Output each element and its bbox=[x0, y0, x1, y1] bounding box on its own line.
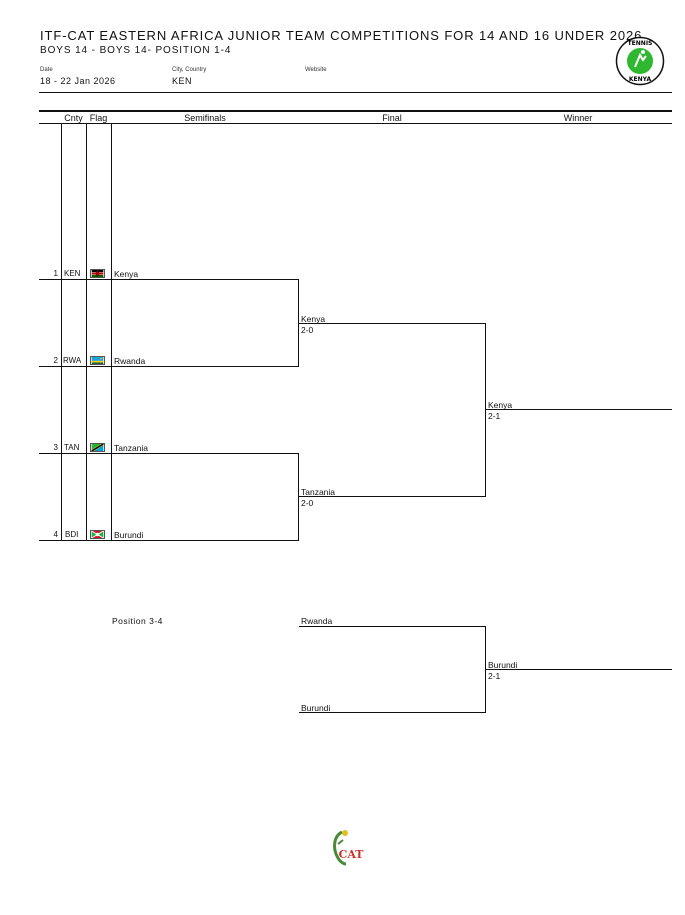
draw-line bbox=[39, 279, 299, 280]
final-score: 2-1 bbox=[488, 411, 501, 421]
playoff-label: Position 3-4 bbox=[112, 616, 163, 626]
col-header-final: Final bbox=[382, 113, 402, 123]
country-code: BDI bbox=[65, 530, 79, 539]
playoff-line-b bbox=[299, 712, 486, 713]
col-divider-flag bbox=[86, 123, 87, 541]
website-label: Website bbox=[305, 67, 327, 73]
seed-number: 4 bbox=[53, 530, 58, 539]
page-subtitle: BOYS 14 - BOYS 14- POSITION 1-4 bbox=[40, 45, 232, 56]
logo-text-top: TENNIS bbox=[628, 40, 653, 47]
final-line bbox=[486, 409, 672, 410]
country-code: TAN bbox=[64, 443, 80, 452]
semi-2-winner: Tanzania bbox=[301, 487, 336, 497]
cat-logo-icon: CAT bbox=[333, 830, 364, 866]
team-name: Rwanda bbox=[114, 356, 146, 366]
date-label: Date bbox=[40, 67, 53, 73]
draw-line bbox=[39, 366, 299, 367]
date-value: 18 - 22 Jan 2026 bbox=[40, 76, 116, 86]
table-top-border bbox=[39, 110, 672, 112]
playoff-connector bbox=[485, 626, 486, 713]
final-connector bbox=[485, 323, 486, 497]
seed-number: 3 bbox=[53, 443, 58, 452]
seed-number: 2 bbox=[53, 356, 58, 365]
seed-number: 1 bbox=[53, 269, 58, 278]
semi-1-score: 2-0 bbox=[301, 325, 314, 335]
tanzania-flag-icon bbox=[90, 443, 105, 452]
semi-2-score: 2-0 bbox=[301, 498, 314, 508]
draw-line bbox=[39, 453, 299, 454]
playoff-score: 2-1 bbox=[488, 671, 501, 681]
col-header-cnty: Cnty bbox=[64, 113, 83, 123]
playoff-winner-line bbox=[486, 669, 672, 670]
team-name: Tanzania bbox=[114, 443, 149, 453]
draw-line bbox=[39, 540, 299, 541]
table-head-border bbox=[39, 123, 672, 124]
col-divider-cnty bbox=[61, 123, 62, 541]
playoff-team-b: Burundi bbox=[301, 703, 331, 713]
city-label: City, Country bbox=[172, 67, 207, 73]
col-header-semifinals: Semifinals bbox=[184, 113, 226, 123]
burundi-flag-icon bbox=[90, 530, 105, 539]
team-name: Kenya bbox=[114, 269, 139, 279]
semi-1-winner: Kenya bbox=[301, 314, 326, 324]
country-code: RWA bbox=[63, 356, 82, 365]
country-code: KEN bbox=[64, 269, 81, 278]
playoff-winner: Burundi bbox=[488, 660, 518, 670]
semi-1-connector bbox=[298, 279, 299, 367]
semi-2-line bbox=[299, 496, 486, 497]
col-header-flag: Flag bbox=[89, 113, 108, 123]
tennis-kenya-logo-icon: TENNIS KENYA bbox=[615, 36, 665, 86]
final-winner: Kenya bbox=[488, 400, 513, 410]
team-name: Burundi bbox=[114, 530, 144, 540]
playoff-line-a bbox=[299, 626, 486, 627]
playoff-team-a: Rwanda bbox=[301, 616, 333, 626]
semi-2-connector bbox=[298, 453, 299, 541]
page-title: ITF-CAT EASTERN AFRICA JUNIOR TEAM COMPE… bbox=[40, 28, 643, 43]
rwanda-flag-icon bbox=[90, 356, 105, 365]
kenya-flag-icon bbox=[90, 269, 105, 278]
col-header-winner: Winner bbox=[563, 113, 593, 123]
header-divider bbox=[39, 92, 672, 93]
cat-logo-text: CAT bbox=[339, 848, 364, 861]
logo-text-bottom: KENYA bbox=[629, 76, 652, 83]
col-divider-team bbox=[111, 123, 112, 541]
city-value: KEN bbox=[172, 76, 193, 86]
semi-1-line bbox=[299, 323, 486, 324]
